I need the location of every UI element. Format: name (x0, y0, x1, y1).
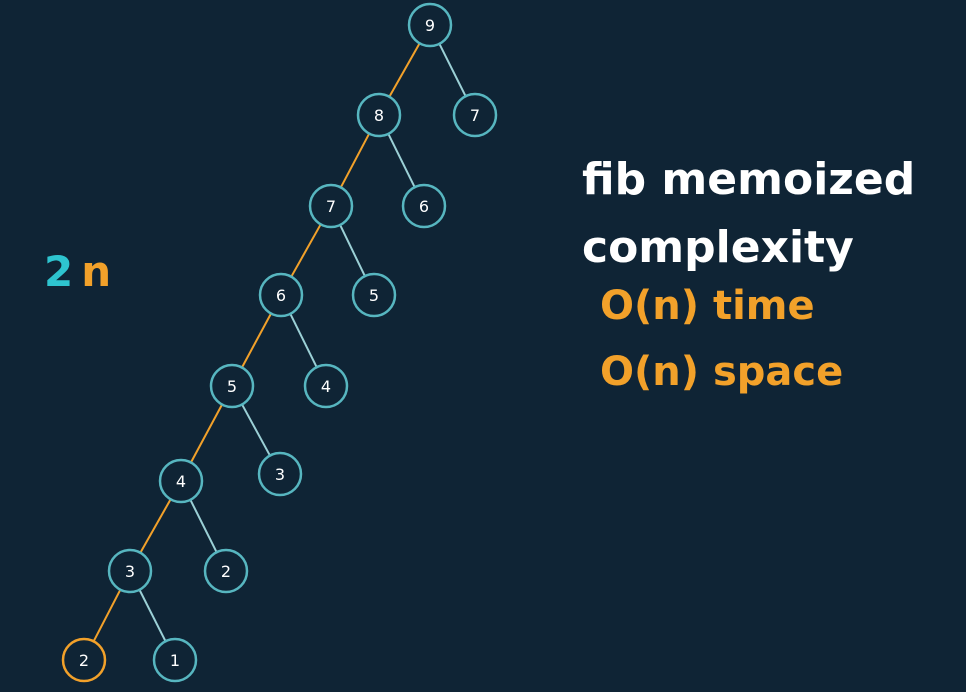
tree-node-label: 6 (419, 197, 429, 216)
tree-node-label: 5 (227, 377, 237, 396)
tree-edge (387, 133, 416, 188)
tree-node-circle (61, 637, 107, 683)
tree-node-label: 4 (176, 472, 186, 491)
tree-edge (241, 403, 271, 457)
tree-node-circle (407, 2, 453, 48)
time-complexity: O(n) time (600, 283, 815, 329)
tree-node: 2 (61, 637, 107, 683)
side-label-variable: n (81, 247, 112, 296)
heading-line-1: fib memoized (582, 154, 916, 205)
tree-edge (339, 224, 366, 277)
tree-node-circle (258, 272, 304, 318)
tree-node-circle (401, 183, 447, 229)
tree-node-circle (351, 272, 397, 318)
tree-node-circle (107, 548, 153, 594)
tree-node-label: 7 (326, 197, 336, 216)
tree-node: 4 (303, 363, 349, 409)
tree-node: 6 (401, 183, 447, 229)
tree-node-label: 5 (369, 286, 379, 305)
tree-node-label: 3 (125, 562, 135, 581)
tree-nodes: 9 8 7 7 6 6 5 5 4 4 3 3 2 2 1 (61, 2, 498, 683)
tree-node: 6 (258, 272, 304, 318)
tree-node-circle (452, 92, 498, 138)
tree-node: 9 (407, 2, 453, 48)
tree-node-label: 7 (470, 106, 480, 125)
tree-node: 5 (351, 272, 397, 318)
tree-edge (438, 43, 467, 97)
tree-node: 7 (308, 183, 354, 229)
tree-node-label: 3 (275, 465, 285, 484)
tree-edge (190, 404, 223, 463)
tree-node: 1 (152, 637, 198, 683)
space-complexity: O(n) space (600, 349, 844, 395)
tree-edge (241, 313, 272, 368)
tree-node: 3 (107, 548, 153, 594)
tree-node-label: 1 (170, 651, 180, 670)
tree-node-label: 2 (221, 562, 231, 581)
tree-edges (92, 42, 467, 642)
tree-edge (92, 589, 122, 642)
tree-node: 2 (203, 548, 249, 594)
tree-edge (290, 223, 322, 278)
tree-node-label: 9 (425, 16, 435, 35)
slide-heading: fib memoized complexity (582, 146, 915, 282)
tree-node: 3 (257, 451, 303, 497)
tree-edge (139, 498, 172, 554)
heading-line-2: complexity (582, 222, 854, 273)
tree-node-circle (152, 637, 198, 683)
tree-node-label: 6 (276, 286, 286, 305)
tree-node-circle (158, 458, 204, 504)
tree-node: 7 (452, 92, 498, 138)
tree-node-label: 8 (374, 106, 384, 125)
side-label-number: 2 (44, 247, 74, 296)
tree-node-circle (308, 183, 354, 229)
tree-node-label: 4 (321, 377, 331, 396)
tree-node-label: 2 (79, 651, 89, 670)
tree-node-circle (209, 363, 255, 409)
tree-node-circle (356, 92, 402, 138)
tree-node-circle (257, 451, 303, 497)
tree-node: 8 (356, 92, 402, 138)
tree-node: 5 (209, 363, 255, 409)
tree-edge (189, 499, 218, 553)
tree-edge (388, 42, 421, 98)
tree-node-circle (203, 548, 249, 594)
tree-edge (289, 313, 318, 368)
tree-node: 4 (158, 458, 204, 504)
tree-node-circle (303, 363, 349, 409)
tree-edge (339, 133, 371, 188)
tree-edge (138, 589, 167, 642)
